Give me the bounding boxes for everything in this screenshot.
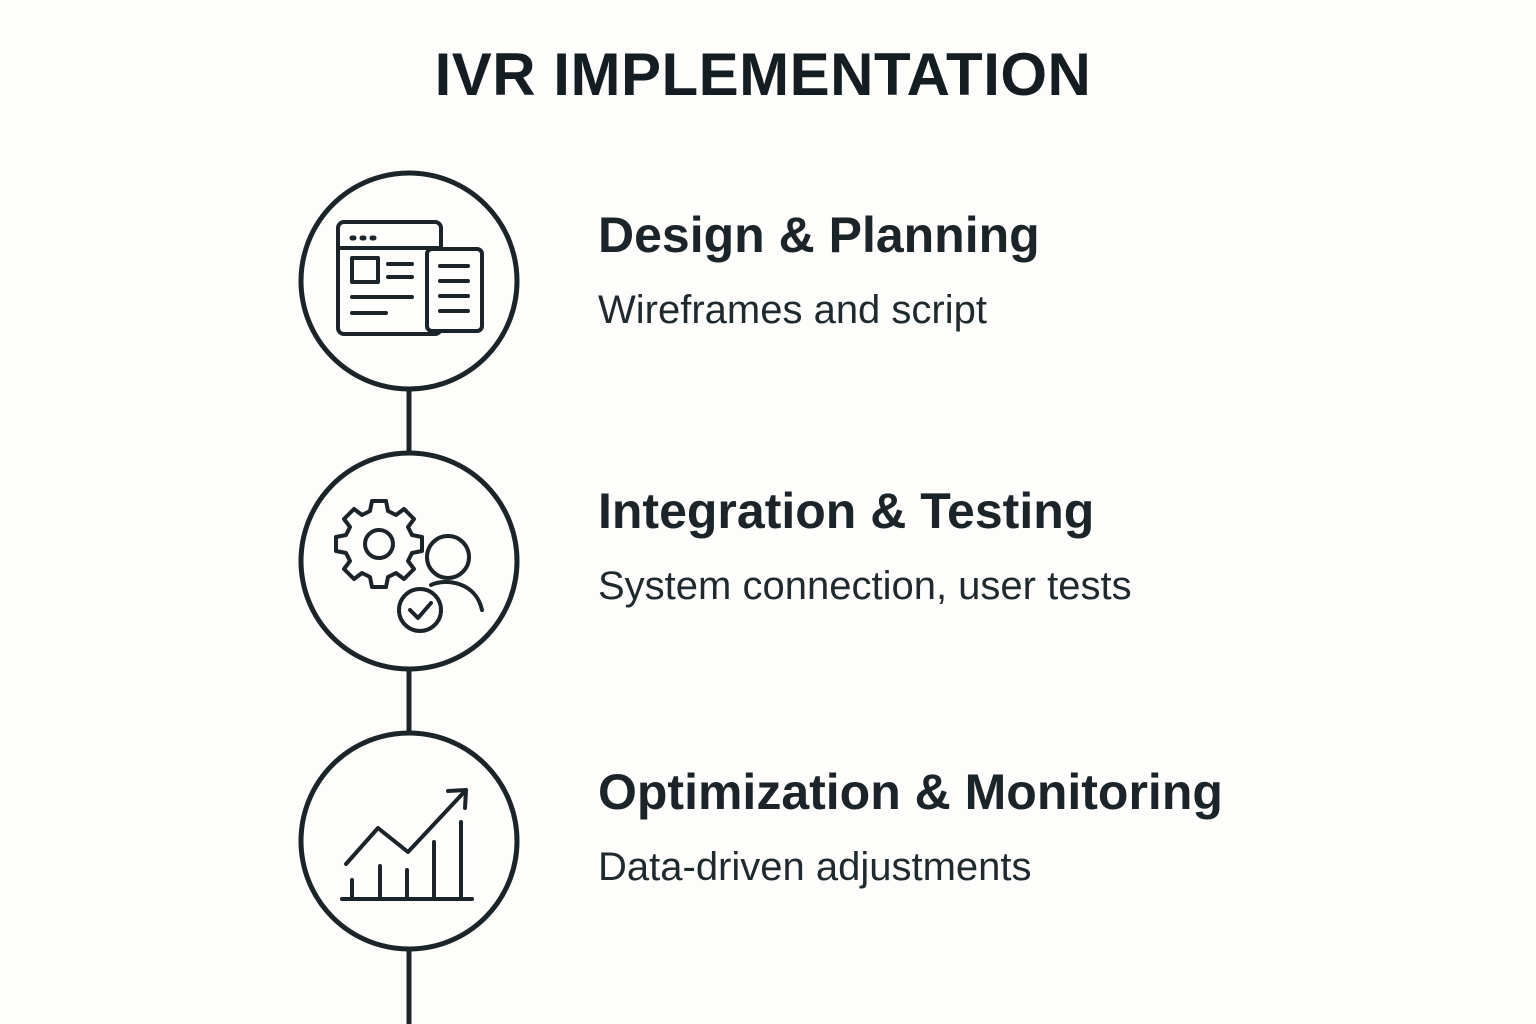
page-title: IVR IMPLEMENTATION bbox=[434, 41, 1092, 108]
step-3: Optimization & Monitoring Data-driven ad… bbox=[598, 763, 1498, 891]
step-2-description: System connection, user tests bbox=[598, 564, 1132, 608]
step-2: Integration & Testing System connection,… bbox=[598, 482, 1498, 610]
step-3-description: Data-driven adjustments bbox=[598, 845, 1032, 889]
user-icon bbox=[425, 534, 471, 580]
step-2-circle bbox=[298, 450, 520, 672]
growth-chart-icon bbox=[340, 788, 474, 901]
step-2-title: Integration & Testing bbox=[598, 483, 1095, 539]
gear-icon bbox=[334, 499, 424, 589]
wireframe-documents-icon bbox=[336, 220, 484, 336]
step-1-title: Design & Planning bbox=[598, 207, 1040, 263]
gear-user-check-icon bbox=[334, 499, 484, 633]
step-3-title: Optimization & Monitoring bbox=[598, 764, 1223, 820]
step-3-circle bbox=[298, 730, 520, 952]
step-1-circle bbox=[298, 170, 520, 392]
step-1: Design & Planning Wireframes and script bbox=[598, 206, 1498, 334]
check-icon bbox=[397, 587, 443, 633]
step-1-description: Wireframes and script bbox=[598, 288, 987, 332]
